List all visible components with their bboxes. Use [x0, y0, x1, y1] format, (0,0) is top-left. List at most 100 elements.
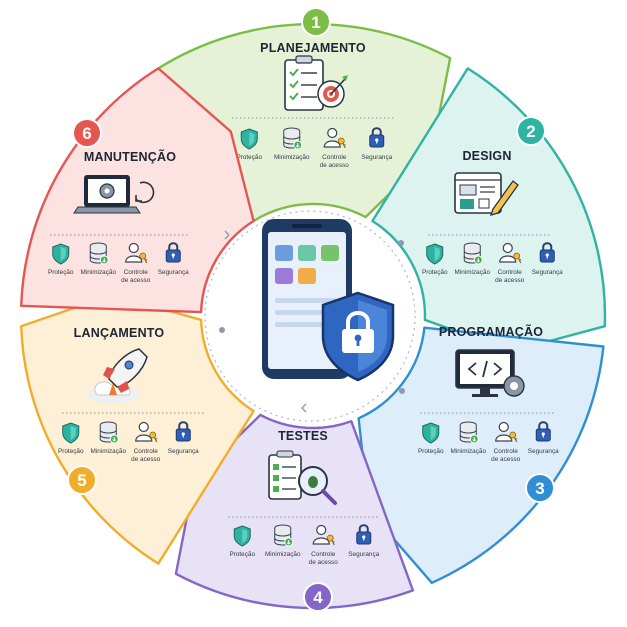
database-icon	[463, 242, 483, 265]
stage-number-badge: 4	[303, 582, 333, 612]
feature-padlock: Segurança	[348, 524, 380, 558]
feature-label: Segurança	[532, 269, 563, 276]
stage-number-badge: 5	[67, 465, 97, 495]
stage-number: 3	[535, 479, 544, 498]
stage-title: PLANEJAMENTO	[260, 41, 366, 55]
stage-number: 1	[311, 13, 320, 32]
center-arrow-icon	[224, 230, 230, 240]
stage-title: LANÇAMENTO	[74, 326, 165, 340]
feature-label: Segurança	[361, 154, 392, 161]
feature-database: Minimização	[274, 127, 310, 161]
feature-label: Controle	[124, 269, 149, 276]
feature-shield: Proteção	[236, 128, 262, 161]
feature-shield: Proteção	[418, 422, 444, 455]
center-dot-icon	[399, 388, 405, 394]
stage-segment	[20, 67, 255, 314]
feature-label: Proteção	[418, 448, 444, 455]
smartphone-security-shield-lock-icon	[262, 219, 395, 382]
database-icon	[274, 524, 294, 547]
stage-title: TESTES	[278, 429, 328, 443]
feature-label: de acesso	[131, 456, 161, 463]
maintenance-laptop-sync-icon	[73, 175, 155, 214]
feature-label: Minimização	[454, 269, 490, 276]
stage-number: 6	[82, 124, 91, 143]
planning-checklist-target-icon	[284, 55, 348, 111]
center-dot-icon	[398, 240, 404, 246]
stage-segment	[174, 413, 415, 610]
feature-label: de acesso	[491, 456, 521, 463]
feature-label: Controle	[498, 269, 523, 276]
feature-label: Minimização	[450, 448, 486, 455]
feature-database: Minimização	[450, 421, 486, 455]
feature-label: Segurança	[528, 448, 559, 455]
stage-lancamento: LANÇAMENTO Proteção Minimização Controlede …	[20, 293, 255, 565]
feature-label: Minimização	[80, 269, 116, 276]
feature-label: Proteção	[48, 269, 74, 276]
feature-shield: Proteção	[229, 525, 255, 558]
feature-label: de acesso	[320, 162, 350, 169]
code-monitor-gear-icon	[455, 349, 525, 397]
feature-database: Minimização	[80, 242, 116, 276]
feature-padlock: Segurança	[361, 127, 393, 161]
feature-label: Controle	[134, 448, 159, 455]
feature-database: Minimização	[454, 242, 490, 276]
center-arrow-icon	[301, 403, 307, 413]
feature-shield: Proteção	[48, 243, 74, 276]
feature-label: de acesso	[495, 277, 525, 284]
stage-number-badge: 6	[72, 118, 102, 148]
feature-label: Minimização	[90, 448, 126, 455]
launch-rocket-icon	[87, 348, 148, 403]
feature-label: Minimização	[274, 154, 310, 161]
feature-padlock: Segurança	[532, 242, 563, 276]
stage-title: DESIGN	[462, 149, 511, 163]
feature-shield: Proteção	[422, 243, 448, 276]
feature-label: Proteção	[236, 154, 262, 161]
feature-database: Minimização	[265, 524, 301, 558]
feature-label: Segurança	[168, 448, 199, 455]
database-icon	[283, 127, 303, 150]
feature-label: Proteção	[58, 448, 84, 455]
design-wireframe-pencil-icon	[454, 172, 519, 216]
database-icon	[89, 242, 109, 265]
database-icon	[99, 421, 119, 444]
feature-label: de acesso	[309, 559, 339, 566]
stage-number: 4	[313, 588, 323, 607]
feature-padlock: Segurança	[168, 421, 199, 455]
feature-database: Minimização	[90, 421, 126, 455]
feature-padlock: Segurança	[158, 242, 189, 276]
stage-programacao: PROGRAMAÇÃO Proteção Minimização Controlede…	[357, 324, 605, 584]
stage-number-badge: 3	[525, 473, 555, 503]
feature-label: Controle	[322, 154, 347, 161]
feature-label: Proteção	[229, 551, 255, 558]
stage-segment	[357, 326, 605, 584]
stage-segment	[20, 293, 255, 565]
feature-label: Segurança	[348, 551, 379, 558]
feature-padlock: Segurança	[528, 421, 559, 455]
stage-manutencao: MANUTENÇÃO Proteção Minimização Controlede …	[20, 67, 255, 314]
stage-title: PROGRAMAÇÃO	[439, 324, 543, 339]
feature-label: Controle	[494, 448, 519, 455]
feature-label: Proteção	[422, 269, 448, 276]
feature-label: Minimização	[265, 551, 301, 558]
stage-number: 5	[77, 471, 86, 490]
feature-label: Segurança	[158, 269, 189, 276]
stage-number-badge: 1	[301, 7, 331, 37]
stage-number-badge: 2	[516, 116, 546, 146]
feature-label: Controle	[311, 551, 336, 558]
center-area	[204, 210, 416, 422]
feature-label: de acesso	[121, 277, 151, 284]
feature-shield: Proteção	[58, 422, 84, 455]
testing-checklist-bug-icon	[268, 450, 337, 505]
stage-number: 2	[526, 122, 535, 141]
stage-title: MANUTENÇÃO	[84, 149, 176, 164]
